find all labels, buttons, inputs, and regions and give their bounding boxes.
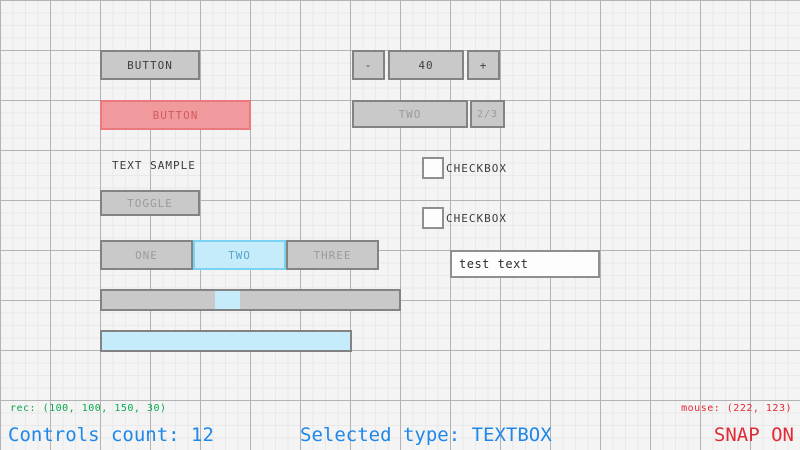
text-sample-label: TEXT SAMPLE [112, 158, 196, 172]
dropdown-box[interactable]: TWO [352, 100, 468, 128]
checkbox-1-label: CHECKBOX [446, 161, 507, 175]
toggle-button[interactable]: TOGGLE [100, 190, 200, 216]
rec-coordinates-info: rec: (100, 100, 150, 30) [10, 403, 167, 414]
button-normal[interactable]: BUTTON [100, 50, 200, 80]
dropdown-index-indicator: 2/3 [470, 100, 505, 128]
button-focused[interactable]: BUTTON [100, 100, 251, 130]
tab-two[interactable]: TWO [193, 240, 286, 270]
mouse-coordinates-info: mouse: (222, 123) [681, 403, 792, 414]
snap-state-status: SNAP ON [713, 424, 794, 446]
tab-three[interactable]: THREE [286, 240, 379, 270]
progress-bar [100, 330, 352, 352]
spinner-increment-button[interactable]: + [467, 50, 500, 80]
spinner-decrement-button[interactable]: - [352, 50, 385, 80]
slider[interactable] [100, 289, 401, 311]
tab-one[interactable]: ONE [100, 240, 193, 270]
slider-thumb[interactable] [215, 291, 240, 309]
spinner-value[interactable]: 40 [388, 50, 464, 80]
textbox-input[interactable]: test text [450, 250, 600, 278]
selected-type-status: Selected type: TEXTBOX [300, 424, 552, 446]
controls-count-status: Controls count: 12 [8, 424, 214, 446]
checkbox-1-box[interactable] [422, 157, 444, 179]
checkbox-2-box[interactable] [422, 207, 444, 229]
checkbox-2-label: CHECKBOX [446, 211, 507, 225]
progress-bar-fill [102, 332, 350, 350]
